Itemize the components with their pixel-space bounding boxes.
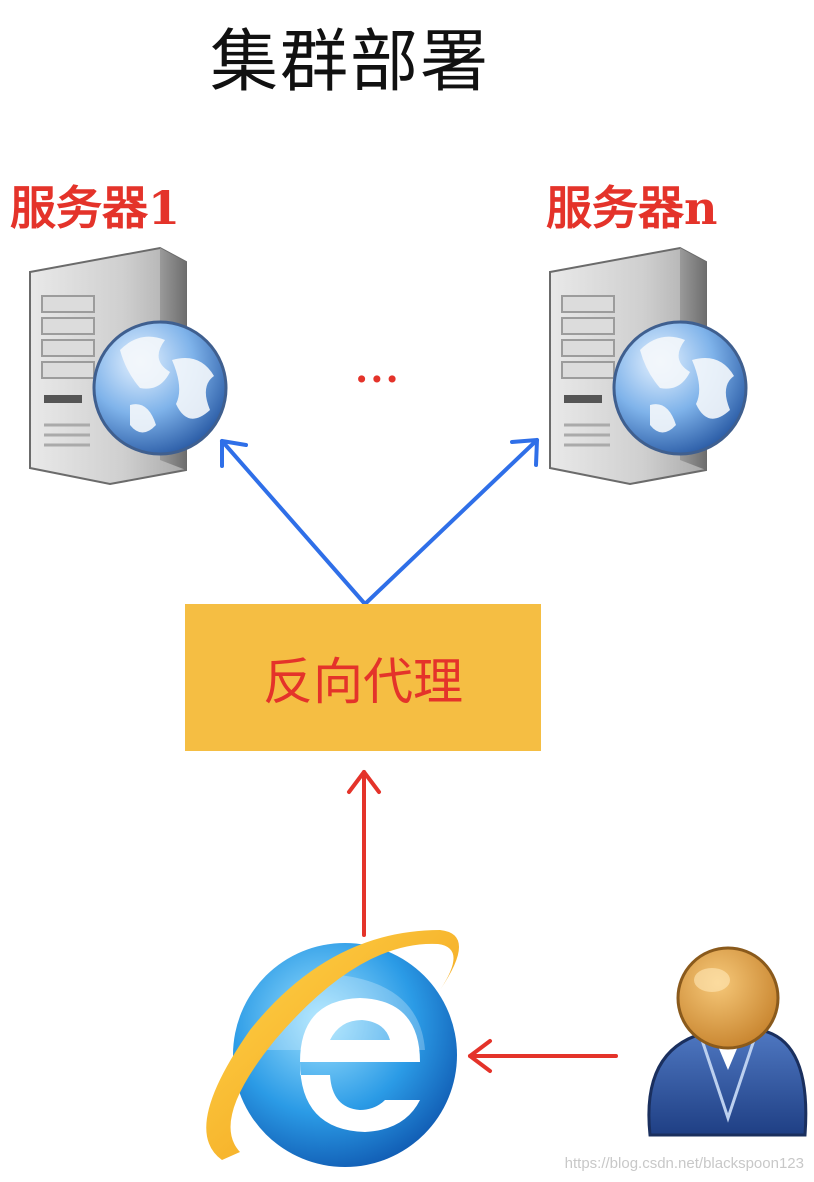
ellipsis-text: ... (355, 346, 401, 391)
watermark-text: https://blog.csdn.net/blackspoon123 (564, 1155, 804, 1172)
server-n-icon (549, 246, 748, 486)
arrow-proxy-to-server-1 (220, 439, 367, 606)
arrow-proxy-to-server-n (363, 438, 539, 606)
server-1-icon (29, 246, 228, 486)
internet-explorer-icon (206, 930, 459, 1167)
reverse-proxy-label: 反向代理 (263, 652, 463, 711)
diagram-title: 集群部署 (210, 23, 491, 102)
reverse-proxy-box: 反向代理 (185, 604, 541, 751)
server-1-label: 服务器1 (10, 181, 181, 235)
server-n-label: 服务器n (546, 181, 718, 235)
user-icon (647, 946, 808, 1137)
arrow-user-to-browser (468, 1039, 618, 1073)
arrow-browser-to-proxy (347, 770, 381, 937)
